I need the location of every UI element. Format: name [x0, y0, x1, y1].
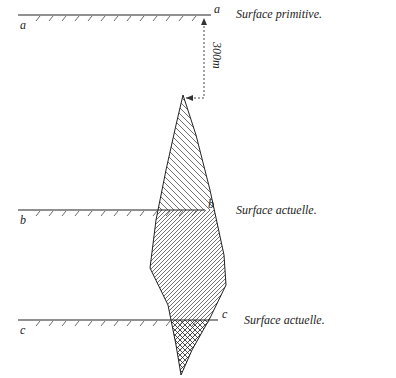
ground-tick — [140, 321, 144, 326]
ground-tick — [179, 211, 183, 216]
ground-tick — [153, 321, 157, 326]
ground-tick — [88, 321, 92, 326]
surface-label: Surface actuelle. — [244, 313, 325, 327]
ore-body-outline — [150, 95, 226, 375]
ground-tick — [36, 16, 40, 21]
ground-tick — [101, 16, 105, 21]
point-letter: b — [208, 197, 214, 211]
ground-tick — [192, 16, 196, 21]
dimension-label: 300m — [210, 42, 224, 69]
ground-tick — [101, 321, 105, 326]
ground-tick — [179, 16, 183, 21]
point-letter: b — [20, 213, 26, 227]
ground-tick — [36, 321, 40, 326]
ground-tick — [114, 211, 118, 216]
point-letter: c — [20, 323, 25, 337]
ground-tick — [205, 321, 209, 326]
ground-tick — [75, 16, 79, 21]
ground-tick — [88, 16, 92, 21]
ground-tick — [166, 16, 170, 21]
point-letter: a — [20, 18, 26, 32]
ground-tick — [153, 211, 157, 216]
ground-tick — [101, 211, 105, 216]
ground-ticks — [36, 16, 209, 326]
ground-tick — [127, 16, 131, 21]
ground-tick — [127, 321, 131, 326]
ground-tick — [88, 211, 92, 216]
ground-tick — [153, 16, 157, 21]
ground-tick — [166, 321, 170, 326]
ground-tick — [166, 211, 170, 216]
ground-tick — [49, 321, 53, 326]
ground-tick — [36, 211, 40, 216]
ground-tick — [127, 211, 131, 216]
ground-tick — [179, 321, 183, 326]
ore-body-fill — [140, 90, 240, 378]
dimension-arrows — [186, 18, 207, 101]
ground-tick — [49, 16, 53, 21]
surface-label: Surface primitive. — [236, 7, 322, 21]
ground-tick — [192, 321, 196, 326]
ground-tick — [62, 321, 66, 326]
ground-tick — [62, 211, 66, 216]
dimension-line — [186, 22, 204, 98]
point-letter: a — [214, 2, 220, 16]
ground-tick — [75, 211, 79, 216]
ground-tick — [140, 16, 144, 21]
ground-tick — [114, 321, 118, 326]
ground-tick — [75, 321, 79, 326]
ground-tick — [192, 211, 196, 216]
ground-tick — [114, 16, 118, 21]
ground-tick — [140, 211, 144, 216]
surface-label: Surface actuelle. — [236, 203, 317, 217]
ground-tick — [62, 16, 66, 21]
point-letter: c — [222, 307, 227, 321]
ground-lines — [18, 15, 218, 320]
ground-tick — [49, 211, 53, 216]
